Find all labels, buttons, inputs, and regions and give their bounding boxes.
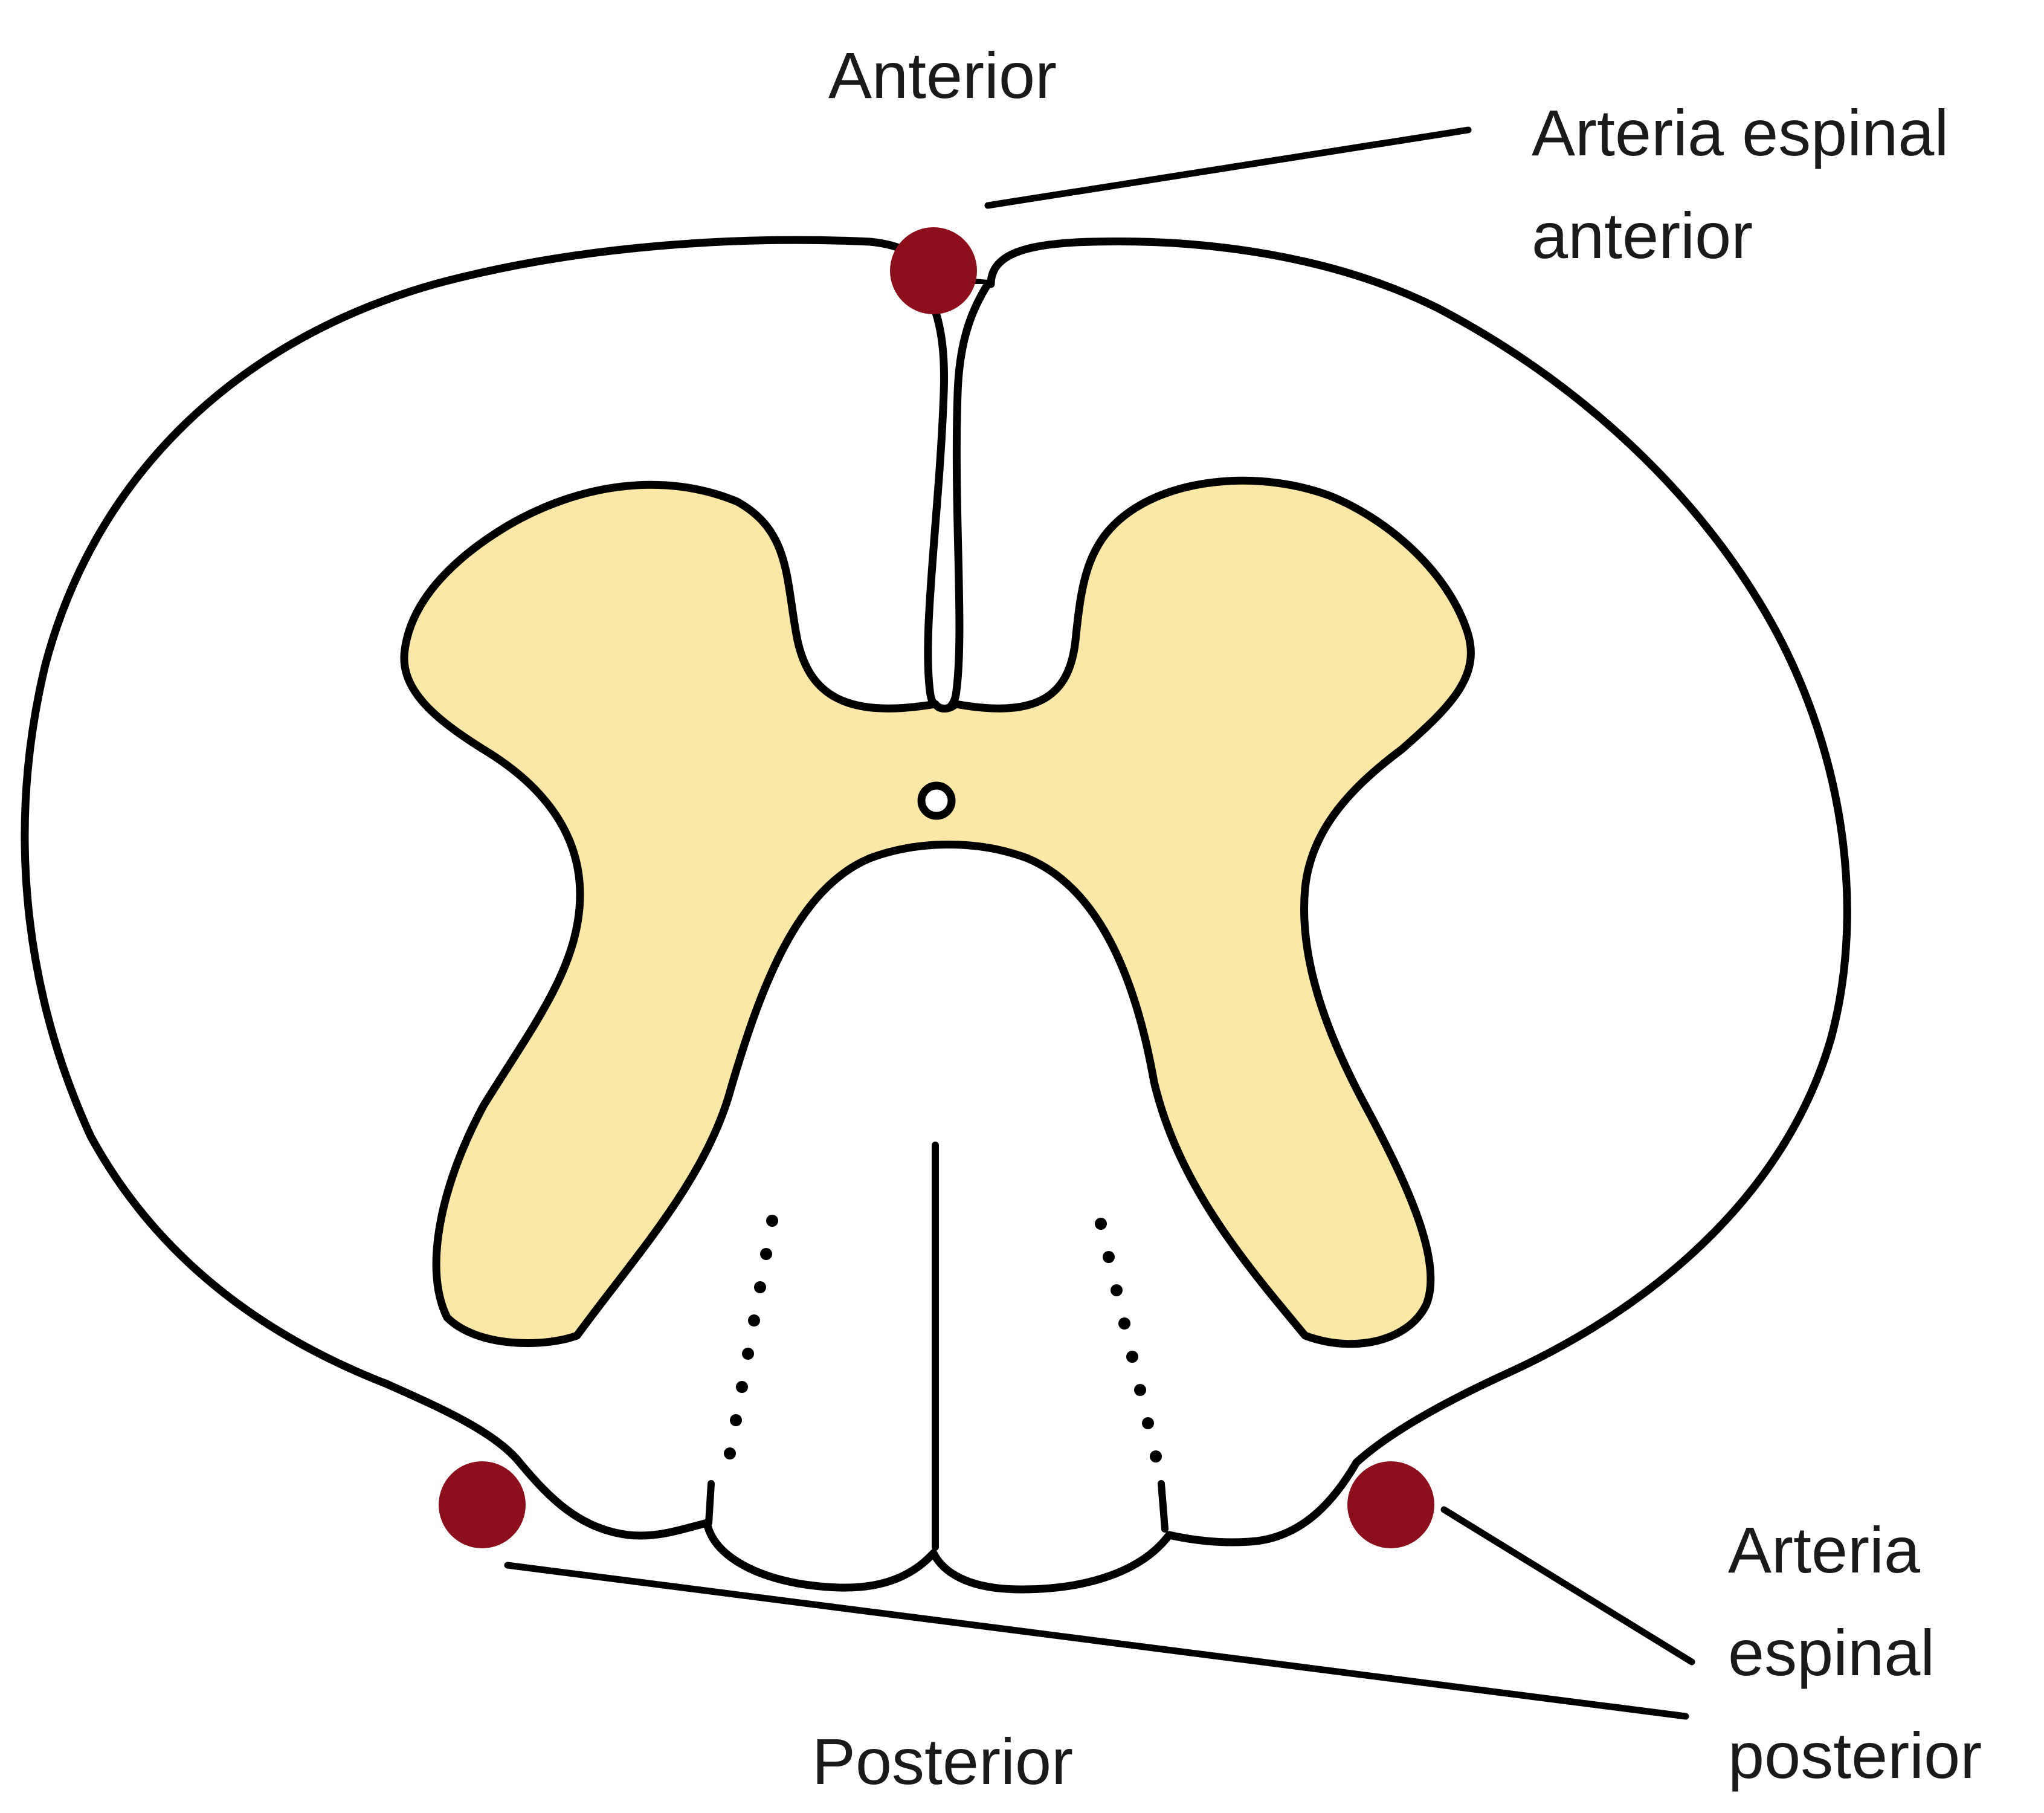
posterior-spinal-artery-label-line-1: Arteria	[1728, 1499, 1982, 1601]
leader-line-posterior-artery-right	[1444, 1510, 1692, 1662]
anterior-spinal-artery-label-line-2: anterior	[1532, 184, 1949, 287]
posterior-spinal-artery-right-dot	[1347, 1461, 1434, 1548]
posterior-spinal-artery-label: Arteria espinal posterior	[1728, 1499, 1982, 1807]
central-canal	[921, 786, 952, 816]
anterior-spinal-artery-label: Arteria espinal anterior	[1532, 82, 1949, 287]
anterior-spinal-artery-label-line-1: Arteria espinal	[1532, 82, 1949, 184]
anterior-spinal-artery-dot	[890, 227, 977, 314]
posterior-spinal-artery-label-line-3: posterior	[1728, 1704, 1982, 1807]
posterior-intermediate-septum-right	[1161, 1484, 1165, 1529]
posterior-spinal-artery-left-dot	[439, 1461, 526, 1548]
posterior-label: Posterior	[719, 1710, 1166, 1813]
leader-line-anterior-artery	[988, 130, 1468, 205]
anterior-label: Anterior	[719, 24, 1166, 127]
leader-line-posterior-artery-left	[508, 1565, 1686, 1716]
posterior-intermediate-septum-left	[709, 1484, 711, 1523]
posterior-spinal-artery-label-line-2: espinal	[1728, 1601, 1982, 1704]
